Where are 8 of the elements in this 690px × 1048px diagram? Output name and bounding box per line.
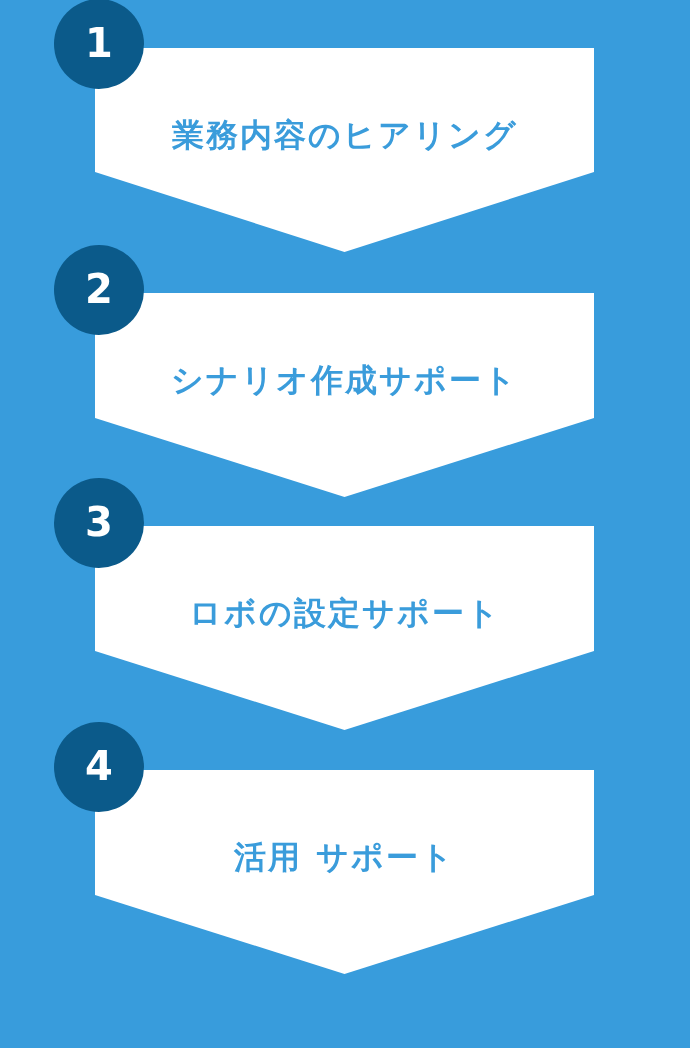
step-title: 業務内容のヒアリング: [171, 116, 518, 154]
step-title: 活用 サポート: [234, 838, 455, 876]
step-number: 3: [85, 500, 113, 545]
step-number: 4: [85, 744, 113, 789]
step-number: 1: [85, 21, 113, 66]
step-title: ロボの設定サポート: [188, 594, 501, 632]
step-number: 2: [85, 267, 113, 312]
step-title: シナリオ作成サポート: [171, 361, 518, 399]
